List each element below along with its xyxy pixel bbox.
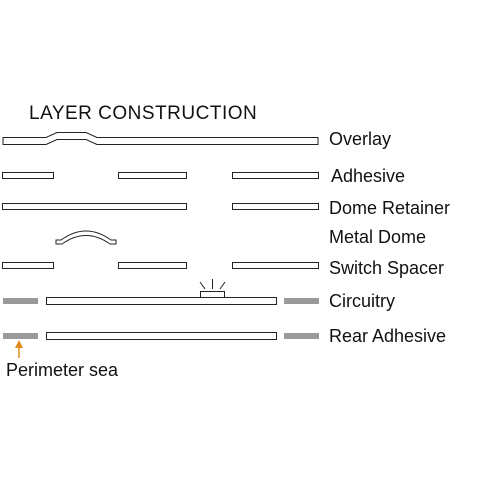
switch-spacer-segment-center bbox=[118, 262, 187, 269]
overlay-shape bbox=[2, 132, 319, 145]
layer-circuitry bbox=[3, 279, 319, 305]
perimeter-seal-circuitry-left bbox=[3, 298, 38, 304]
switch-spacer-segment-right bbox=[232, 262, 319, 269]
callout-arrow-head bbox=[15, 340, 23, 348]
layer-metal-dome bbox=[55, 230, 117, 245]
diagram-title: LAYER CONSTRUCTION bbox=[29, 103, 257, 124]
label-overlay: Overlay bbox=[329, 129, 391, 149]
adhesive-segment-center bbox=[118, 172, 187, 179]
perimeter-seal-rear-right bbox=[284, 333, 319, 339]
dome-retainer-segment-left bbox=[2, 203, 187, 210]
dome-retainer-segment-right bbox=[232, 203, 319, 210]
rear-adhesive-body bbox=[46, 332, 277, 340]
switch-spacer-segment-left bbox=[2, 262, 54, 269]
callout-perimeter-seal: Perimeter sea bbox=[6, 360, 119, 380]
label-circuitry: Circuitry bbox=[329, 291, 395, 311]
layer-adhesive bbox=[2, 172, 319, 179]
label-adhesive: Adhesive bbox=[331, 166, 405, 186]
label-rear-adhesive: Rear Adhesive bbox=[329, 326, 446, 346]
layer-dome-retainer bbox=[2, 203, 319, 210]
contact-spark-line-left bbox=[199, 281, 206, 290]
adhesive-segment-right bbox=[232, 172, 319, 179]
adhesive-segment-left bbox=[2, 172, 54, 179]
label-dome-retainer: Dome Retainer bbox=[329, 198, 450, 218]
contact-spark-line-right bbox=[219, 281, 226, 290]
layer-overlay bbox=[2, 132, 319, 145]
perimeter-seal-rear-left bbox=[3, 333, 38, 339]
circuitry-trace bbox=[46, 297, 277, 305]
layer-rear-adhesive bbox=[3, 332, 319, 340]
metal-dome-shape bbox=[55, 230, 117, 245]
perimeter-seal-circuitry-right bbox=[284, 298, 319, 304]
circuitry-contact-pad bbox=[200, 291, 225, 298]
perimeter-seal-callout-arrow bbox=[15, 340, 23, 358]
layer-switch-spacer bbox=[2, 262, 319, 269]
label-metal-dome: Metal Dome bbox=[329, 227, 426, 247]
label-switch-spacer: Switch Spacer bbox=[329, 258, 444, 278]
